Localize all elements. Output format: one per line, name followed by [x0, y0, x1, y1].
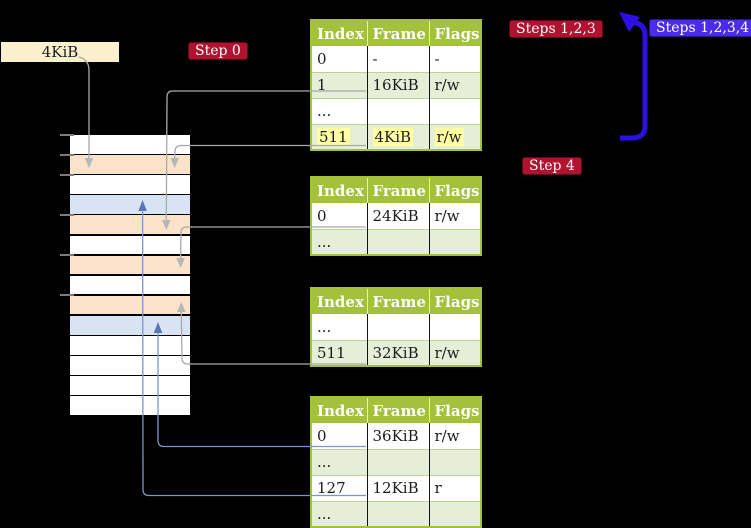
cell-frame: 4KiB — [367, 123, 430, 150]
page-table-3: Index Frame Flags ... 511 32KiB r/w — [310, 287, 482, 367]
table-row: ... — [311, 97, 481, 124]
highlighted-value: r/w — [434, 127, 464, 146]
cell-index: ... — [311, 500, 368, 527]
table-row: 0 - - — [311, 46, 481, 72]
cell-frame: 24KiB — [367, 203, 430, 229]
cell-frame — [367, 228, 430, 255]
memory-frame-row-white — [70, 275, 190, 295]
memory-frame-row-orange — [70, 215, 190, 235]
loop-back-arrow — [620, 20, 648, 141]
cell-index: 1 — [311, 71, 368, 98]
memory-frame-row-white — [70, 336, 190, 355]
memory-frame-row-white — [70, 235, 190, 255]
table-row: ... — [311, 228, 481, 255]
cell-index: 511 — [311, 123, 368, 150]
cell-frame — [367, 500, 430, 527]
cell-flags: r/w — [429, 123, 481, 150]
cell-frame — [367, 448, 430, 475]
cell-flags: r/w — [434, 426, 460, 445]
page-table-2: Index Frame Flags 0 24KiB r/w ... — [310, 176, 482, 256]
table-header-row: Index Frame Flags — [311, 288, 481, 314]
arrowhead-up-left-icon — [619, 12, 640, 32]
cell-flags: r/w — [429, 71, 481, 98]
column-header-index: Index — [311, 397, 368, 423]
column-header-index: Index — [311, 288, 368, 314]
cell-index: ... — [311, 314, 368, 340]
cell-frame: - — [367, 46, 430, 72]
table-header-row: Index Frame Flags — [311, 397, 481, 423]
table-header-row: Index Frame Flags — [311, 177, 481, 203]
badge-steps-1-2-3: Steps 1,2,3 — [509, 20, 603, 38]
cell-flags — [429, 500, 481, 527]
cell-index: ... — [311, 228, 368, 255]
table-row-highlighted: 511 4KiB r/w — [311, 123, 481, 150]
table-row: 127 12KiB r — [311, 474, 481, 501]
table-row: 1 16KiB r/w — [311, 71, 481, 98]
cell-index: 511 — [311, 339, 368, 366]
table-row: ... — [311, 500, 481, 527]
memory-frame-row-white — [70, 376, 190, 395]
memory-frame-row-blue — [70, 195, 190, 214]
memory-frame-row-blue — [70, 315, 190, 335]
table-row: 0 24KiB r/w — [311, 203, 481, 229]
cell-index: 127 — [311, 474, 368, 501]
highlighted-value: 4KiB — [372, 127, 414, 146]
frame-size-label: 4KiB — [1, 42, 119, 62]
column-header-index: Index — [311, 177, 368, 203]
page-table-4: Index Frame Flags 0 36KiB r/w ... 127 12… — [310, 396, 482, 528]
column-header-frame: Frame — [367, 177, 430, 203]
cell-index: ... — [311, 97, 368, 124]
page-table-1: Index Frame Flags 0 - - 1 16KiB r/w ... … — [310, 19, 482, 151]
cell-frame — [367, 314, 430, 340]
cell-index: ... — [311, 448, 368, 475]
memory-frame-row-orange — [70, 255, 190, 275]
cell-index: 0 — [311, 423, 368, 449]
cell-frame: 16KiB — [367, 71, 430, 98]
memory-frame-row-white — [70, 175, 190, 194]
column-header-flags: Flags — [429, 177, 481, 203]
badge-step-0: Step 0 — [188, 42, 248, 60]
column-header-flags: Flags — [429, 20, 481, 46]
cell-index: 0 — [311, 46, 368, 72]
cell-frame — [367, 97, 430, 124]
memory-frame-row-white — [70, 396, 190, 416]
badge-step-4: Step 4 — [522, 157, 582, 175]
cell-index: 0 — [311, 203, 368, 229]
table-row: 511 32KiB r/w — [311, 339, 481, 366]
column-header-frame: Frame — [367, 20, 430, 46]
table-header-row: Index Frame Flags — [311, 20, 481, 46]
memory-frame-row-orange — [70, 295, 190, 315]
cell-frame: 36KiB — [367, 423, 430, 449]
address-tick — [60, 254, 74, 256]
memory-frame-row-white — [70, 135, 190, 154]
address-tick — [60, 134, 74, 136]
address-tick — [60, 154, 74, 156]
cell-flags: - — [434, 49, 440, 68]
table-row: ... — [311, 314, 481, 340]
memory-frame-row-orange — [70, 155, 190, 174]
column-header-flags: Flags — [429, 397, 481, 423]
column-header-frame: Frame — [367, 397, 430, 423]
cell-flags — [429, 448, 481, 475]
highlighted-value: 511 — [317, 127, 350, 146]
badge-steps-1-2-3-4: Steps 1,2,3,4 — [649, 19, 751, 37]
address-tick — [60, 294, 74, 296]
cell-flags: r/w — [434, 206, 460, 225]
cell-flags: r/w — [429, 339, 481, 366]
cell-flags — [429, 97, 481, 124]
address-tick — [60, 214, 74, 216]
memory-frame-row-white — [70, 356, 190, 375]
cell-flags: r — [429, 474, 481, 501]
cell-frame: 32KiB — [367, 339, 430, 366]
physical-memory-strip — [70, 135, 190, 416]
cell-frame: 12KiB — [367, 474, 430, 501]
column-header-frame: Frame — [367, 288, 430, 314]
address-tick — [60, 174, 74, 176]
table-row: ... — [311, 448, 481, 475]
cell-flags — [429, 314, 481, 340]
column-header-index: Index — [311, 20, 368, 46]
table-row: 0 36KiB r/w — [311, 423, 481, 449]
cell-flags — [429, 228, 481, 255]
column-header-flags: Flags — [429, 288, 481, 314]
